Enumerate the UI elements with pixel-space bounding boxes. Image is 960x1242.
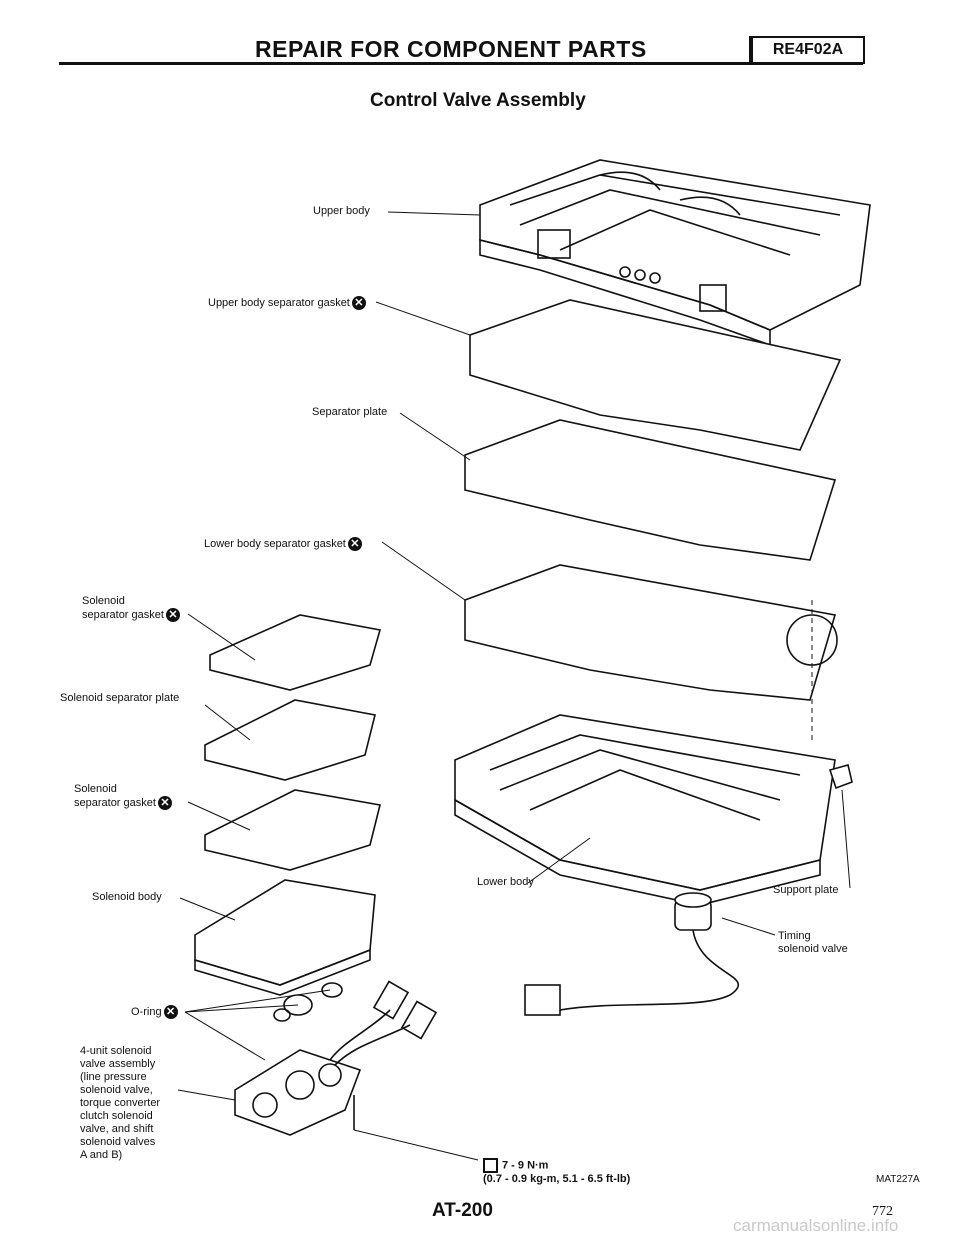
upper-body-separator-gasket-part <box>469 299 842 451</box>
torque-text: 7 - 9 N·m (0.7 - 0.9 kg-m, 5.1 - 6.5 ft-… <box>483 1159 631 1185</box>
label-text: Solenoid separator gasket <box>74 783 156 809</box>
label-support-plate: Support plate <box>773 884 839 896</box>
upper-body-part <box>479 159 871 347</box>
figure-id: MAT227A <box>876 1174 920 1185</box>
replace-gasket-icon: ✕ <box>165 608 180 622</box>
lower-body-separator-gasket-part <box>464 564 838 701</box>
label-upper-body: Upper body <box>313 205 370 217</box>
label-separator-plate: Separator plate <box>312 406 388 418</box>
lower-body-part <box>454 714 853 906</box>
label-text: O-ring <box>131 1005 162 1018</box>
replace-gasket-icon: ✕ <box>347 537 362 551</box>
separator-plate-part <box>464 419 837 561</box>
label-upper-body-separator-gasket: Upper body separator gasket✕ <box>208 296 366 310</box>
page-number: AT-200 <box>432 1200 493 1221</box>
watermark: carmanualsonline.info <box>733 1216 899 1235</box>
header-rule <box>59 62 863 65</box>
solenoid-separator-gasket-1-part <box>209 614 382 691</box>
label-timing-solenoid-valve: Timing solenoid valve <box>778 930 848 955</box>
label-solenoid-separator-gasket-1: Solenoid separator gasket✕ <box>82 595 180 622</box>
replace-gasket-icon: ✕ <box>163 1005 178 1019</box>
replace-gasket-icon: ✕ <box>157 796 172 810</box>
label-lower-body-separator-gasket: Lower body separator gasket✕ <box>204 537 362 551</box>
timing-solenoid-valve-part <box>524 892 739 1016</box>
solenoid-body-part <box>194 879 376 996</box>
label-four-unit-solenoid: 4-unit solenoid valve assembly (line pre… <box>80 1045 161 1161</box>
label-solenoid-separator-plate: Solenoid separator plate <box>60 692 180 704</box>
page-title: Control Valve Assembly <box>370 90 586 111</box>
sheet-number: 772 <box>872 1204 893 1219</box>
label-solenoid-body: Solenoid body <box>92 891 162 903</box>
torque-wrench-icon <box>483 1158 498 1173</box>
label-solenoid-separator-gasket-2: Solenoid separator gasket✕ <box>74 783 172 810</box>
label-o-ring: O-ring✕ <box>131 1005 178 1019</box>
label-lower-body: Lower body <box>477 876 534 888</box>
replace-gasket-icon: ✕ <box>351 296 366 310</box>
solenoid-separator-gasket-2-part <box>204 789 381 871</box>
label-text: Lower body separator gasket <box>204 537 346 550</box>
label-text: Solenoid separator gasket <box>82 595 164 621</box>
section-title: REPAIR FOR COMPONENT PARTS <box>255 36 647 62</box>
four-unit-solenoid-part <box>234 980 438 1136</box>
o-rings-part <box>273 982 343 1022</box>
torque-spec: 7 - 9 N·m (0.7 - 0.9 kg-m, 5.1 - 6.5 ft-… <box>483 1158 630 1186</box>
label-text: Upper body separator gasket <box>208 296 350 309</box>
solenoid-separator-plate-part <box>204 699 376 781</box>
